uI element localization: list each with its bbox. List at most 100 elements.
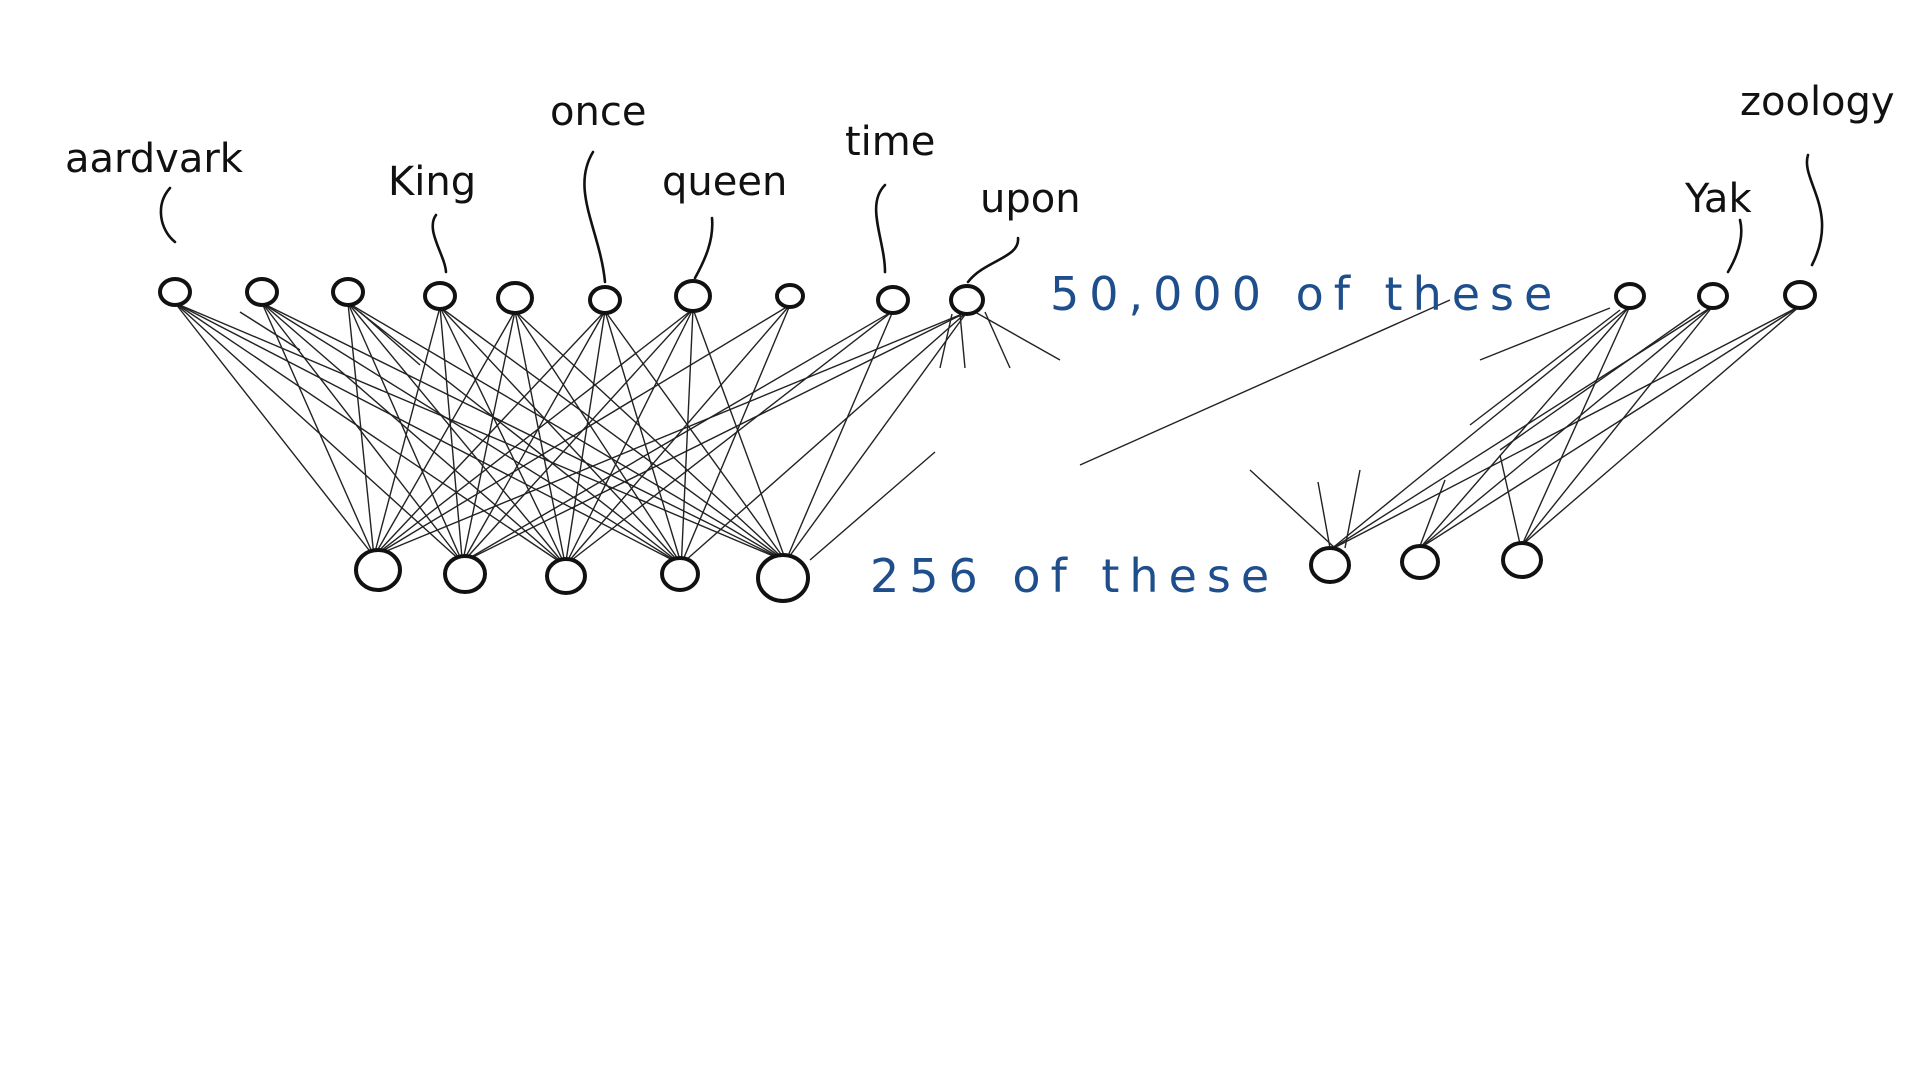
connection-line: [375, 310, 516, 553]
stray-connection-line: [1499, 309, 1701, 451]
label-leader-line: [159, 186, 177, 244]
input-node: [674, 279, 712, 313]
connection-line: [788, 311, 968, 558]
connection-line: [174, 302, 559, 562]
connection-line: [680, 308, 694, 561]
connection-line: [439, 306, 564, 562]
hidden-layer: [354, 541, 1543, 603]
input-node: [496, 281, 534, 315]
stray-connection-line: [984, 311, 1011, 369]
input-layer: [158, 277, 1817, 316]
label-leader-line: [1805, 153, 1824, 267]
connection-line: [380, 304, 791, 553]
connection-line: [1521, 305, 1801, 546]
connection-line: [1329, 305, 1631, 551]
input-node: [775, 283, 805, 309]
connection-line: [1329, 305, 1714, 551]
label-leader-line: [431, 213, 448, 274]
connection-line: [174, 302, 458, 559]
connection-line: [439, 306, 463, 559]
connection-line: [566, 308, 694, 562]
connection-line: [565, 310, 606, 562]
input-node: [1783, 280, 1817, 310]
input-node: [245, 277, 279, 307]
label-leader-line: [693, 216, 714, 280]
hidden-node: [660, 556, 700, 592]
stray-connection-line: [1469, 309, 1621, 426]
connection-line: [379, 308, 694, 553]
connection-line: [439, 306, 678, 561]
hidden-node: [354, 548, 402, 592]
label-upon: upon: [980, 176, 1081, 222]
hidden-node: [545, 557, 587, 595]
connection-line: [261, 302, 373, 553]
label-leader-line: [583, 150, 607, 284]
label-once: once: [550, 89, 646, 135]
connection-line: [469, 310, 894, 559]
connection-line: [439, 306, 781, 558]
stray-connection-line: [1344, 469, 1361, 549]
connection-line: [347, 302, 779, 558]
stray-connection-line: [359, 311, 421, 366]
stray-connection-line: [809, 451, 936, 561]
hidden-node: [1400, 544, 1440, 580]
input-node: [423, 281, 457, 311]
label-leader-lines: [159, 150, 1824, 284]
label-leader-line: [874, 183, 887, 274]
input-node: [949, 284, 985, 316]
connection-line: [464, 310, 606, 559]
hidden-node: [1501, 541, 1543, 579]
hidden-node: [756, 553, 810, 603]
label-yak: Yak: [1684, 176, 1752, 222]
connection-line: [1521, 305, 1631, 546]
connection-line: [685, 311, 968, 561]
connection-line: [1419, 305, 1631, 549]
input-node: [1614, 282, 1646, 310]
stray-connection-line: [1317, 481, 1331, 549]
connection-line: [570, 310, 894, 562]
label-time: time: [845, 119, 935, 165]
connection-line: [604, 310, 784, 558]
label-queen: queen: [662, 159, 787, 205]
connection-line: [514, 310, 680, 561]
connection-line: [514, 310, 566, 562]
connection-line: [692, 308, 786, 558]
connection-line: [174, 302, 372, 553]
label-leader-line: [966, 236, 1020, 284]
connection-line: [174, 302, 776, 558]
stray-connection-line: [1419, 479, 1446, 547]
stray-connection-line: [1249, 469, 1336, 549]
connection-line: [377, 310, 606, 553]
connection-line: [261, 302, 778, 558]
connection-line: [261, 302, 561, 562]
input-node: [158, 277, 192, 307]
label-leader-line: [1726, 218, 1743, 274]
input-node: [876, 285, 910, 315]
connection-line: [1329, 305, 1801, 551]
input-count-label: 50,000 of these: [1050, 267, 1562, 321]
connection-line: [604, 310, 681, 561]
connection-line: [374, 306, 441, 553]
connection-line: [174, 302, 673, 561]
connection-line: [383, 311, 968, 553]
hidden-node: [443, 554, 487, 594]
hidden-node: [1309, 546, 1351, 584]
connection-line: [786, 310, 894, 558]
input-node: [1697, 282, 1729, 310]
connection-lines: [174, 299, 1801, 562]
connection-line: [347, 302, 375, 553]
stray-connection-line: [1479, 307, 1611, 361]
connection-line: [568, 304, 791, 562]
hidden-count-label: 256 of these: [870, 549, 1279, 603]
connection-line: [1521, 305, 1714, 546]
stray-connection-line: [959, 313, 966, 369]
input-node: [588, 285, 622, 315]
connection-line: [261, 302, 675, 561]
label-aardvark: aardvark: [65, 136, 244, 182]
connection-line: [465, 308, 694, 559]
label-king: King: [388, 159, 476, 205]
stray-connection-line: [1079, 299, 1451, 466]
stray-connection-line: [1499, 454, 1521, 545]
connection-line: [347, 302, 676, 561]
